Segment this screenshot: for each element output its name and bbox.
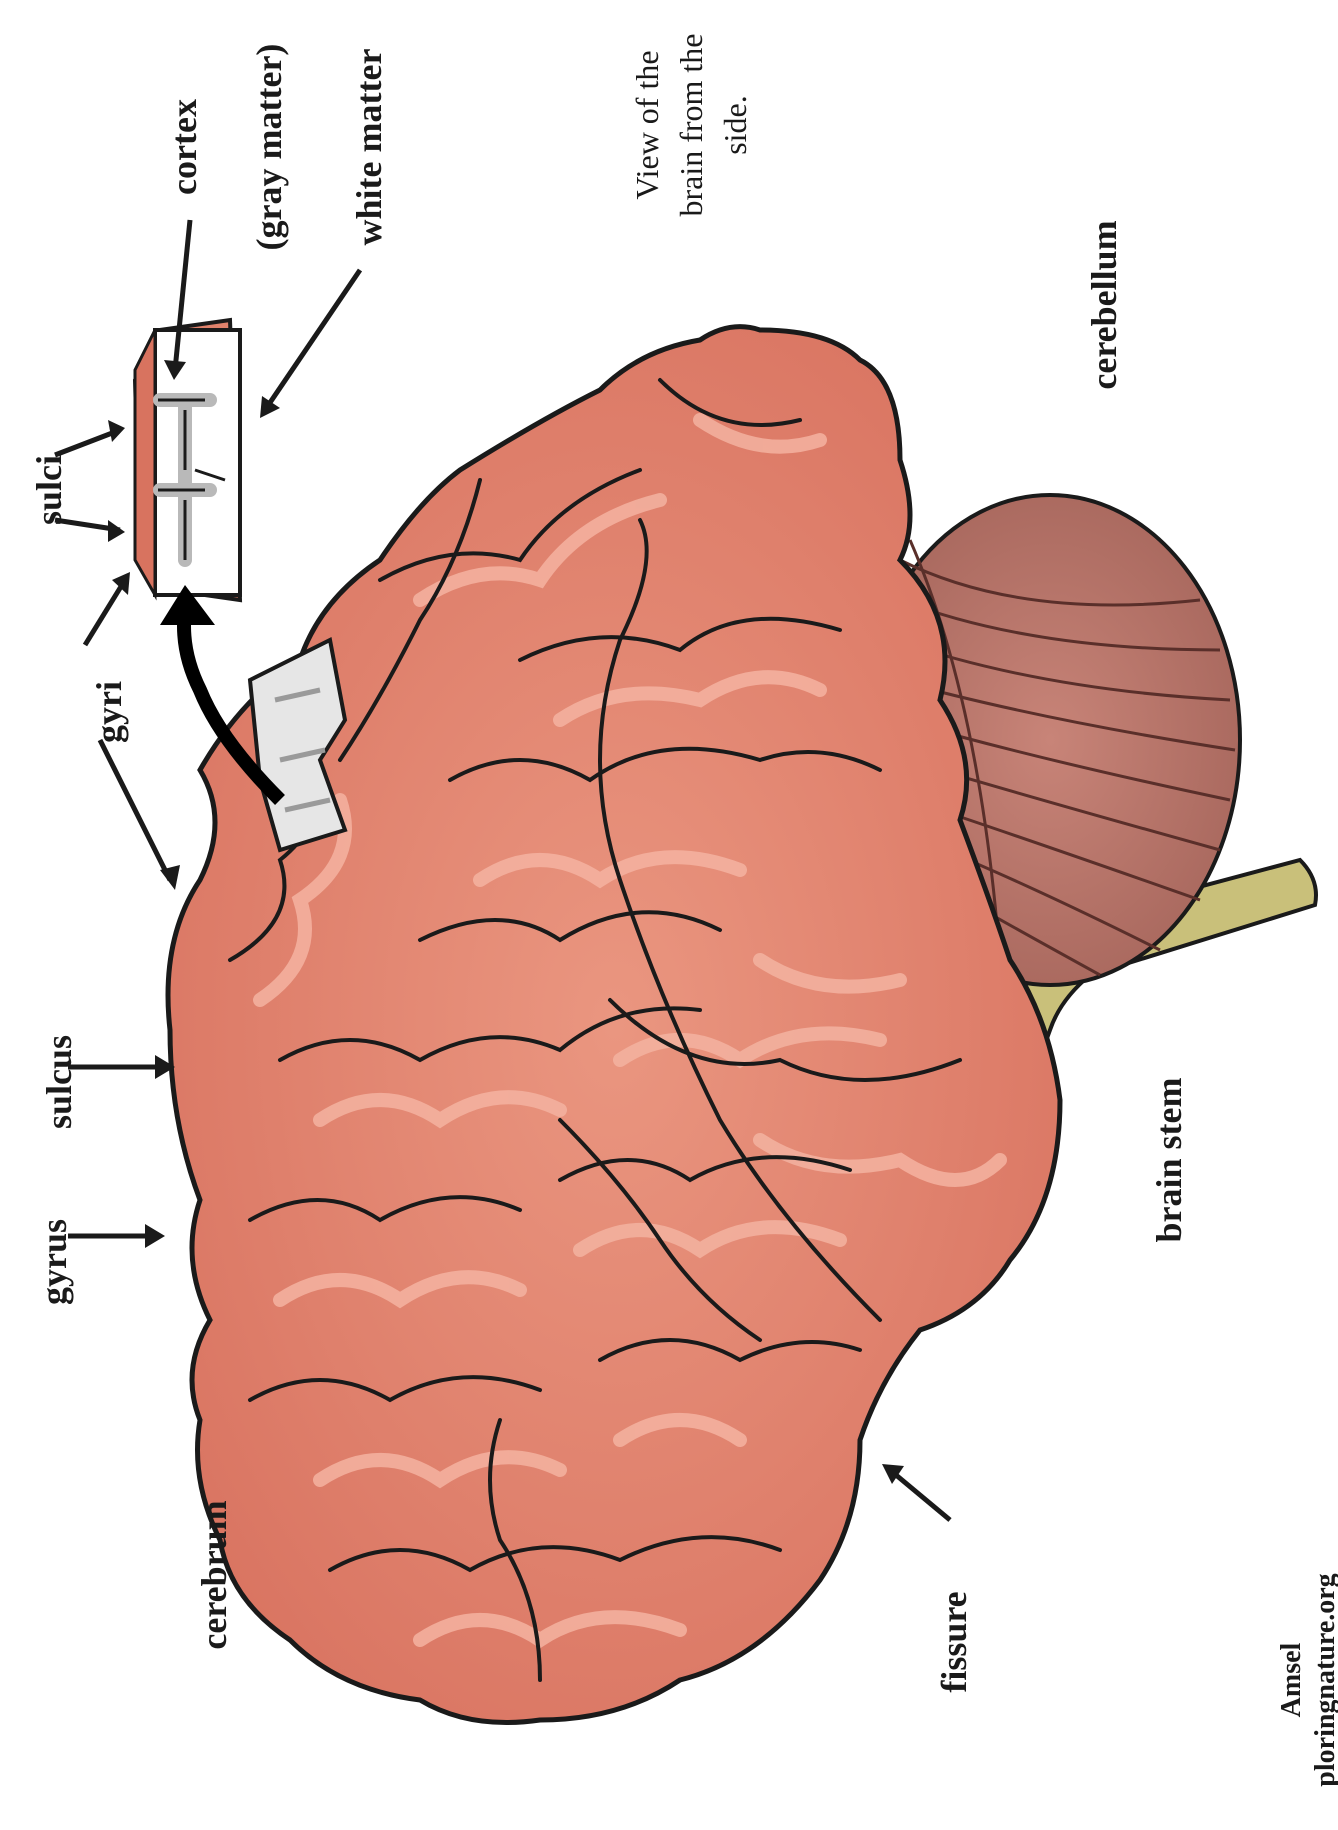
view-caption-line2: brain from the [669,25,713,225]
white-matter-arrow [265,270,360,410]
label-cortex: cortex [163,67,207,227]
gyri-arrow-2 [85,580,125,645]
credit-line2: ploringnature.org [1309,1530,1338,1830]
label-white-matter: white matter [348,27,392,267]
label-gyri: gyri [88,662,132,762]
label-gray-matter: (gray matter) [248,37,292,257]
view-caption-line3: side. [713,25,757,225]
cerebrum-shape [168,327,1060,1723]
credit-line1: Amsel [1275,1530,1309,1830]
label-sulcus: sulcus [38,1012,82,1152]
label-brain-stem: brain stem [1148,1060,1192,1260]
fissure-arrow [890,1470,950,1520]
label-fissure: fissure [933,1577,977,1707]
label-gyrus: gyrus [33,1197,77,1327]
credit-text: Amsel ploringnature.org [1275,1530,1338,1830]
label-cerebellum: cerebellum [1083,205,1127,405]
label-view-caption: View of the brain from the side. [625,25,775,225]
label-cerebrum: cerebrum [193,1480,237,1670]
cross-section-block [135,320,240,600]
view-caption-line1: View of the [625,25,669,225]
label-sulci: sulci [28,440,72,540]
